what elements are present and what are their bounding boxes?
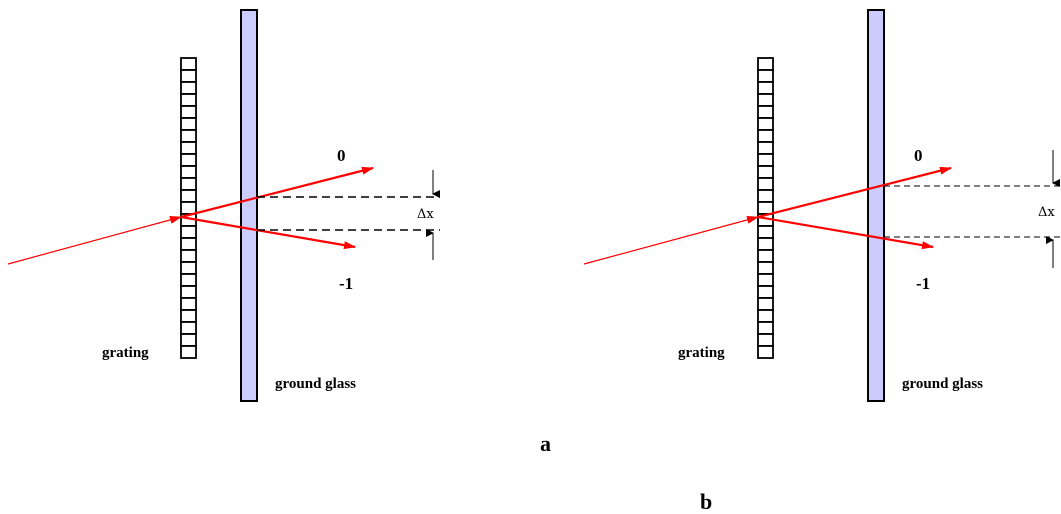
grating-cell	[757, 285, 774, 299]
order-minus-one-label-a: -1	[339, 274, 353, 293]
grating-cell	[757, 309, 774, 323]
grating-cell	[180, 345, 197, 359]
ground-glass-label-a: ground glass	[275, 376, 356, 392]
grating-cell	[180, 297, 197, 311]
grating-cell	[180, 129, 197, 143]
grating-cell	[757, 57, 774, 71]
grating-label-b: grating	[678, 345, 725, 361]
grating-cell	[180, 237, 197, 251]
grating-cell	[180, 309, 197, 323]
grating-cell	[180, 321, 197, 335]
grating-cell	[180, 273, 197, 287]
order-zero-ray-a	[180, 166, 374, 219]
grating-cell	[180, 249, 197, 263]
grating-cell	[180, 189, 197, 203]
grating-cell	[180, 165, 197, 179]
order-zero-label-a: 0	[337, 146, 346, 165]
delta-x-label-b: Δx	[1038, 205, 1055, 220]
grating-cell	[757, 165, 774, 179]
ground-glass-b	[867, 9, 885, 402]
grating-cell	[180, 201, 197, 215]
order-zero-label-b: 0	[914, 146, 923, 165]
ground-glass-label-b: ground glass	[902, 376, 983, 392]
grating-cell	[757, 321, 774, 335]
grating-cell	[180, 177, 197, 191]
grating-cell	[757, 93, 774, 107]
grating-cell	[180, 333, 197, 347]
grating-b	[757, 57, 774, 359]
grating-cell	[757, 201, 774, 215]
grating-cell	[180, 285, 197, 299]
grating-cell	[757, 189, 774, 203]
grating-cell	[757, 81, 774, 95]
grating-cell	[180, 93, 197, 107]
grating-a	[180, 57, 197, 359]
grating-cell	[757, 117, 774, 131]
grating-cell	[757, 249, 774, 263]
grating-cell	[757, 333, 774, 347]
grating-cell	[757, 261, 774, 275]
grating-cell	[757, 69, 774, 83]
incident-ray-b	[583, 216, 759, 265]
panel-b: 0 -1 Δx grating ground glass b	[583, 9, 1061, 514]
grating-cell	[757, 153, 774, 167]
order-minus-one-ray-a	[180, 215, 356, 250]
grating-cell	[757, 129, 774, 143]
order-zero-ray-b	[757, 166, 952, 219]
delta-x-label-a: Δx	[417, 207, 434, 222]
grating-cell	[757, 105, 774, 119]
grating-cell	[757, 345, 774, 359]
grating-cell	[757, 225, 774, 239]
grating-cell	[180, 225, 197, 239]
caption-b: b	[700, 489, 712, 514]
order-minus-one-label-b: -1	[916, 274, 930, 293]
grating-cell	[757, 141, 774, 155]
grating-cell	[757, 273, 774, 287]
order-minus-one-ray-b	[757, 215, 934, 250]
caption-a: a	[540, 431, 551, 456]
panel-a: 0 -1 Δx grating ground glass a	[7, 9, 551, 456]
grating-cell	[180, 69, 197, 83]
grating-cell	[180, 57, 197, 71]
grating-cell	[180, 261, 197, 275]
grating-label-a: grating	[102, 345, 149, 361]
grating-cell	[757, 237, 774, 251]
grating-cell	[180, 117, 197, 131]
ground-glass-a	[240, 9, 258, 402]
grating-cell	[757, 177, 774, 191]
grating-cell	[180, 153, 197, 167]
grating-cell	[180, 141, 197, 155]
grating-cell	[180, 81, 197, 95]
incident-ray-a	[7, 216, 182, 265]
grating-cell	[180, 105, 197, 119]
grating-cell	[757, 297, 774, 311]
